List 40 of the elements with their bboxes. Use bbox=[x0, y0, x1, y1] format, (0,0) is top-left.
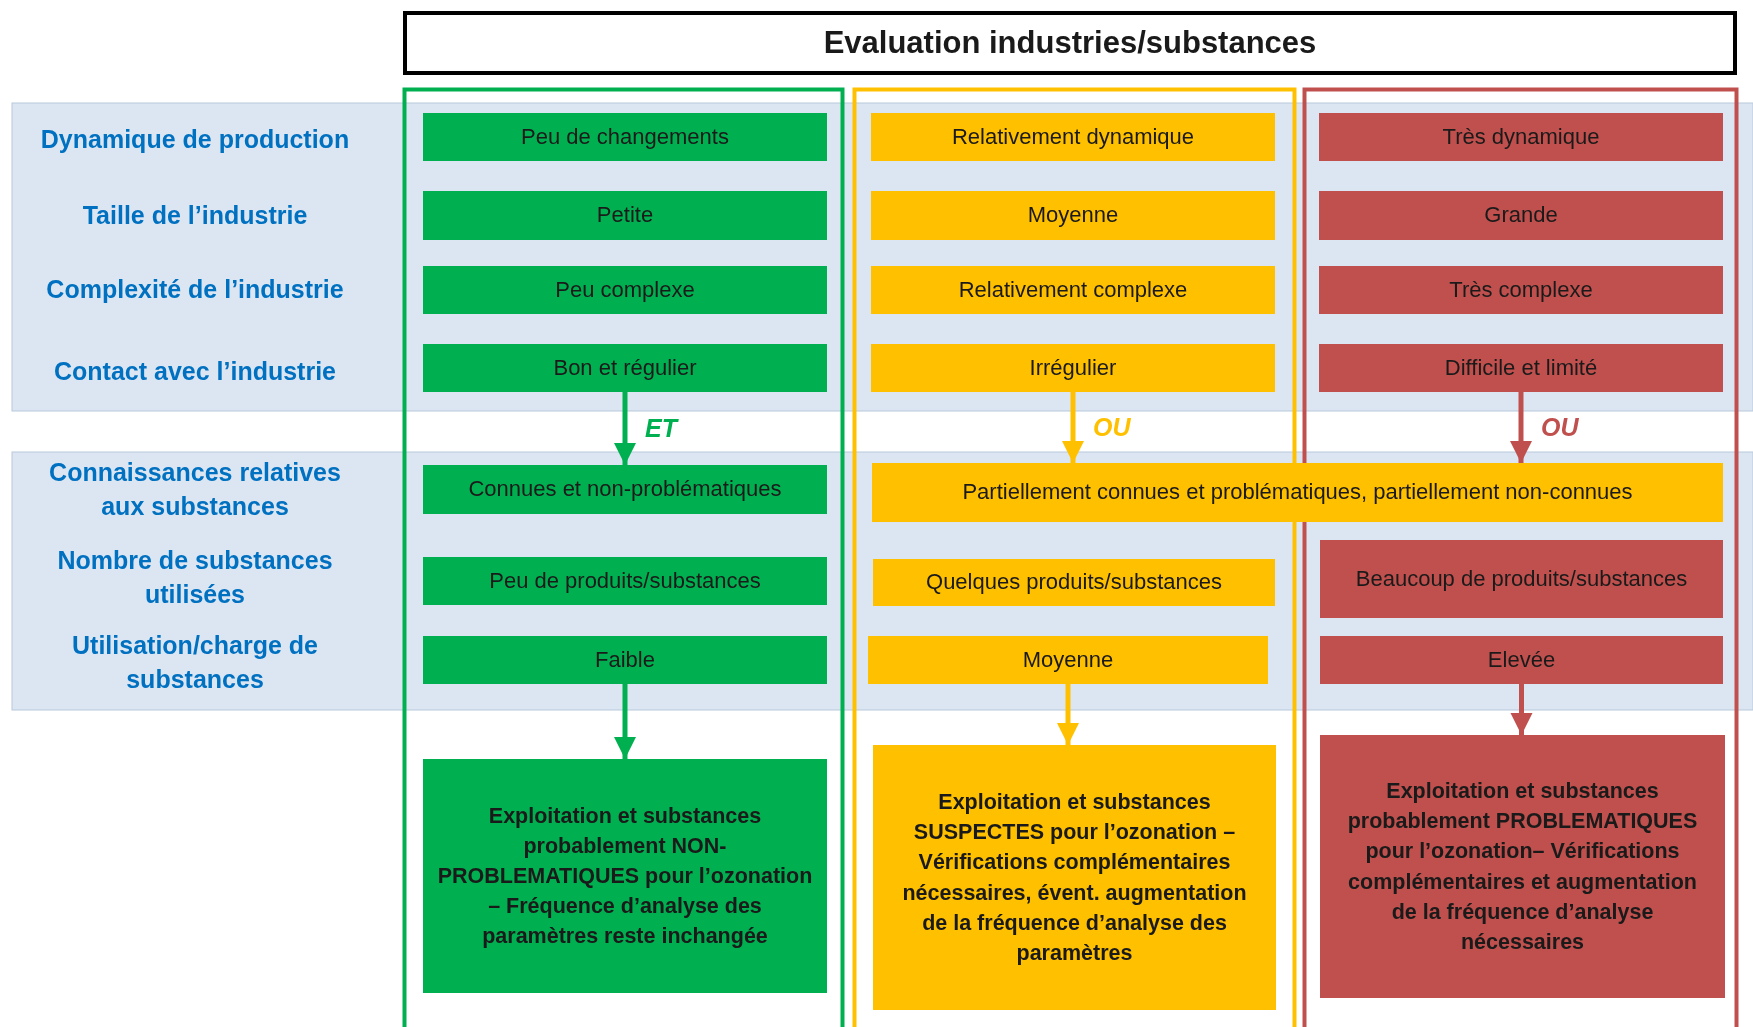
row-label: Utilisation/charge de substances bbox=[71, 630, 319, 695]
criteria-box: Relativement complexe bbox=[871, 266, 1275, 314]
criteria-box: Partiellement connues et problématiques, partiellement non-connues bbox=[872, 463, 1723, 522]
row-label: Taille de l’industrie bbox=[81, 200, 309, 232]
arrow bbox=[613, 684, 637, 759]
arrow bbox=[613, 392, 637, 465]
criteria-box: Grande bbox=[1319, 191, 1723, 240]
criteria-box: Irrégulier bbox=[871, 344, 1275, 392]
criteria-box: Relativement dynamique bbox=[871, 113, 1275, 161]
edge-label: OU bbox=[1093, 412, 1131, 442]
row-label: Complexité de l’industrie bbox=[45, 274, 345, 306]
criteria-box: Moyenne bbox=[868, 636, 1268, 684]
criteria-box: Bon et régulier bbox=[423, 344, 827, 392]
arrow bbox=[1510, 684, 1533, 735]
outcome-box: Exploitation et substances probablement NON-PROBLEMATIQUES pour l’ozonation – Fréquence d’analyse des paramètres reste inchangée bbox=[423, 759, 827, 993]
criteria-box: Difficile et limité bbox=[1319, 344, 1723, 392]
criteria-box: Faible bbox=[423, 636, 827, 684]
criteria-box: Peu complexe bbox=[423, 266, 827, 314]
arrow bbox=[1056, 684, 1080, 745]
outcome-box: Exploitation et substances SUSPECTES pour l’ozonation – Vérifications complémentaires nécessaires, évent. augmentation de la fréquence d’analyse des paramètres bbox=[873, 745, 1276, 1010]
criteria-box: Elevée bbox=[1320, 636, 1723, 684]
criteria-box: Moyenne bbox=[871, 191, 1275, 240]
criteria-box: Très dynamique bbox=[1319, 113, 1723, 161]
row-label: Contact avec l’industrie bbox=[53, 356, 337, 388]
criteria-box: Peu de produits/substances bbox=[423, 557, 827, 605]
criteria-box: Très complexe bbox=[1319, 266, 1723, 314]
outcome-box: Exploitation et substances probablement PROBLEMATIQUES pour l’ozonation– Vérifications complémentaires et augmentation de la fréquence d’analyse nécessaires bbox=[1320, 735, 1725, 998]
criteria-box: Connues et non-problématiques bbox=[423, 465, 827, 514]
criteria-box: Petite bbox=[423, 191, 827, 240]
criteria-box: Quelques produits/substances bbox=[873, 559, 1275, 606]
row-label: Dynamique de production bbox=[39, 124, 351, 156]
edge-label: ET bbox=[645, 413, 677, 443]
criteria-box: Peu de changements bbox=[423, 113, 827, 161]
row-label: Connaissances relatives aux substances bbox=[48, 457, 342, 522]
title-box: Evaluation industries/substances bbox=[403, 11, 1737, 75]
arrow bbox=[1061, 392, 1085, 463]
arrow bbox=[1509, 392, 1533, 463]
row-label: Nombre de substances utilisées bbox=[56, 545, 334, 610]
criteria-box: Beaucoup de produits/substances bbox=[1320, 540, 1723, 618]
edge-label: OU bbox=[1541, 412, 1579, 442]
